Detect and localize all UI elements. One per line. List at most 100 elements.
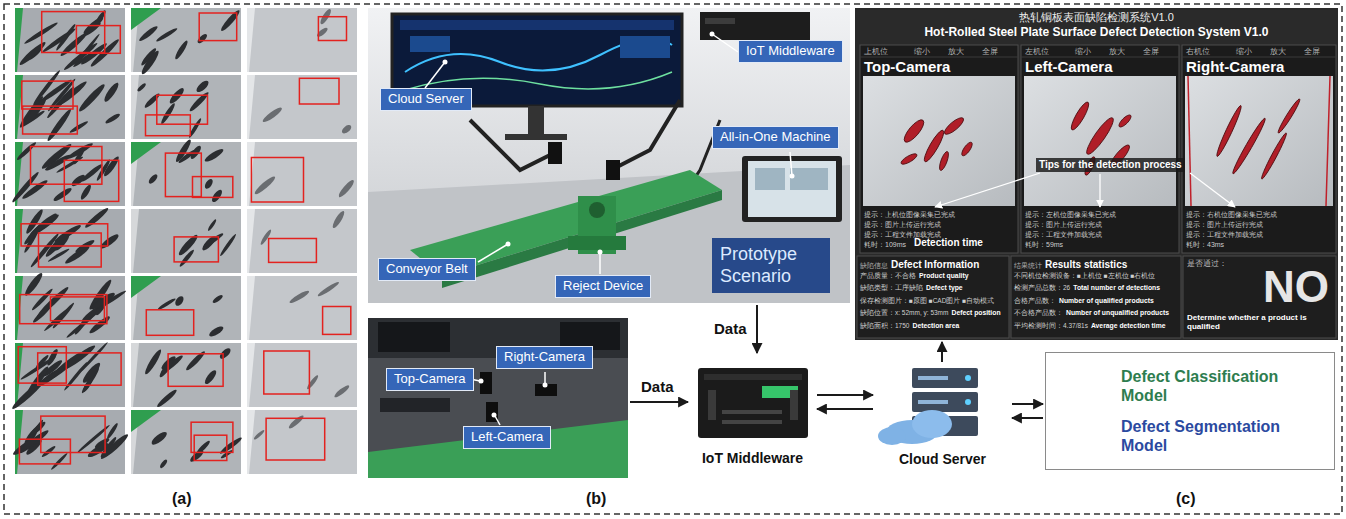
iot-middleware-device-part (708, 390, 716, 420)
node-text: Left-Camera (1025, 58, 1113, 75)
steel-plate (17, 343, 125, 407)
camera-photo-part (543, 383, 548, 388)
defect-box (323, 307, 351, 335)
surface-defect (77, 82, 107, 113)
segmented-defect (1214, 104, 1243, 157)
defect-box (20, 295, 107, 324)
connector-line (1012, 403, 1043, 405)
surface-defect (150, 430, 169, 447)
surface-defect (65, 315, 94, 339)
cloud-server-icon-part (912, 368, 978, 388)
surface-defect (174, 295, 186, 308)
surface-defect (156, 388, 179, 409)
node-text: Cloud Server (380, 88, 472, 111)
table-cell: Average detection time (1091, 322, 1166, 330)
table-cell: 合格产品数： (1014, 297, 1056, 304)
node-text: 缩小 (1236, 47, 1252, 56)
surface-defect (203, 147, 225, 164)
conveyor-edge (131, 142, 161, 164)
surface-defect (88, 314, 112, 335)
camera-photo-part (368, 318, 628, 478)
steel-plate (133, 75, 241, 139)
prototype-photo-part (620, 36, 670, 58)
sample-background (247, 343, 357, 407)
sample-background (247, 75, 357, 139)
prototype-photo-part (710, 32, 715, 37)
edge-label: Data (713, 320, 748, 337)
surface-defect (72, 147, 86, 165)
surface-defect (41, 445, 57, 459)
table-cell: 检测产品总数：26 (1014, 284, 1070, 291)
sample-background (247, 142, 357, 206)
surface-defect (99, 232, 120, 250)
prototype-photo-part (528, 106, 544, 136)
segmented-defect (1260, 132, 1289, 180)
surface-defect (287, 414, 305, 430)
steel-plate (133, 410, 241, 474)
prototype-photo-part (700, 12, 810, 40)
surface-defect (79, 183, 93, 200)
segmented-defect (1069, 100, 1092, 132)
segmented-defect (942, 115, 966, 137)
prototype-photo-part (442, 190, 722, 288)
steel-plate (249, 142, 357, 206)
surface-defect (340, 123, 352, 135)
defect-box (191, 422, 233, 452)
node-text: 耗时：59ms (1025, 241, 1063, 249)
steel-plate (249, 343, 357, 407)
defect-box (38, 353, 121, 385)
camera-view: 左机位缩小放大全屏Left-Camera提示：左机位图像采集已完成提示：图片上传… (1021, 45, 1179, 253)
sample-background (247, 8, 357, 72)
surface-defect (208, 325, 225, 339)
camera-photo-part (378, 322, 450, 352)
sample-background (131, 410, 241, 474)
steel-plate (249, 75, 357, 139)
surface-defect (219, 233, 238, 257)
defect-box (31, 147, 102, 185)
defect-box (51, 297, 105, 321)
prototype-photo-part (615, 100, 680, 168)
node-text: Detection time (914, 237, 983, 249)
steel-plate (249, 8, 357, 72)
node-text: 提示：图片上传运行完成 (864, 221, 941, 229)
server-box: Cloud Server (875, 364, 1010, 470)
camera-photo-part (492, 413, 497, 418)
table-cell: 不同机位检测设备：■上机位 ■左机位 ■右机位 (1014, 272, 1155, 279)
connector (817, 395, 873, 409)
table-cell: 产品质量：不合格 (860, 272, 916, 279)
surface-defect (69, 120, 89, 134)
node-text: 提示：上机位图像采集已完成 (864, 211, 955, 219)
table-row: 不同机位检测设备：■上机位 ■左机位 ■右机位 (1014, 272, 1155, 279)
surface-defect (52, 186, 73, 203)
verdict-panel: 是否通过：NODetermine whether a product is qu… (1183, 256, 1336, 338)
photo-panel: Cloud ServerIoT MiddlewareAll-in-One Mac… (368, 8, 850, 303)
table-row: 平均检测时间：4.37/81sAverage detection time (1014, 322, 1165, 330)
software-screenshot (855, 8, 1338, 340)
table-cell: 保存检测图片：■原图 ■CAD图片 ■自动模式 (860, 297, 994, 304)
surface-defect (210, 188, 224, 204)
segmented-defect (1083, 115, 1116, 157)
table-cell: 缺陷位置：x: 52mm, y: 53mm (860, 309, 948, 316)
connector (1012, 404, 1043, 418)
camera-photo-part (544, 372, 546, 384)
surface-defect (184, 350, 206, 372)
prototype-photo-part (712, 34, 738, 52)
iot-middleware-device-part (698, 368, 808, 438)
surface-defect (36, 285, 71, 319)
tip-leader (1190, 173, 1235, 207)
surface-defect (51, 302, 75, 330)
table-cell: Detection area (912, 322, 959, 330)
surface-defect (219, 8, 241, 32)
sample-background (131, 209, 241, 273)
panel-label: (a) (172, 490, 192, 508)
prototype-photo-part (606, 160, 620, 180)
connector-line (630, 401, 688, 403)
node-text: Hot-Rolled Steel Plate Surface Defect De… (855, 26, 1338, 40)
node-text: 提示：图片上传运行完成 (1025, 221, 1102, 229)
surface-defect (158, 358, 175, 379)
steel-plate (133, 276, 241, 340)
node-text: 耗时：43ms (1186, 241, 1224, 249)
surface-defect (306, 374, 320, 390)
cloud-server-icon (878, 368, 978, 445)
prototype-photo-part (443, 60, 448, 65)
